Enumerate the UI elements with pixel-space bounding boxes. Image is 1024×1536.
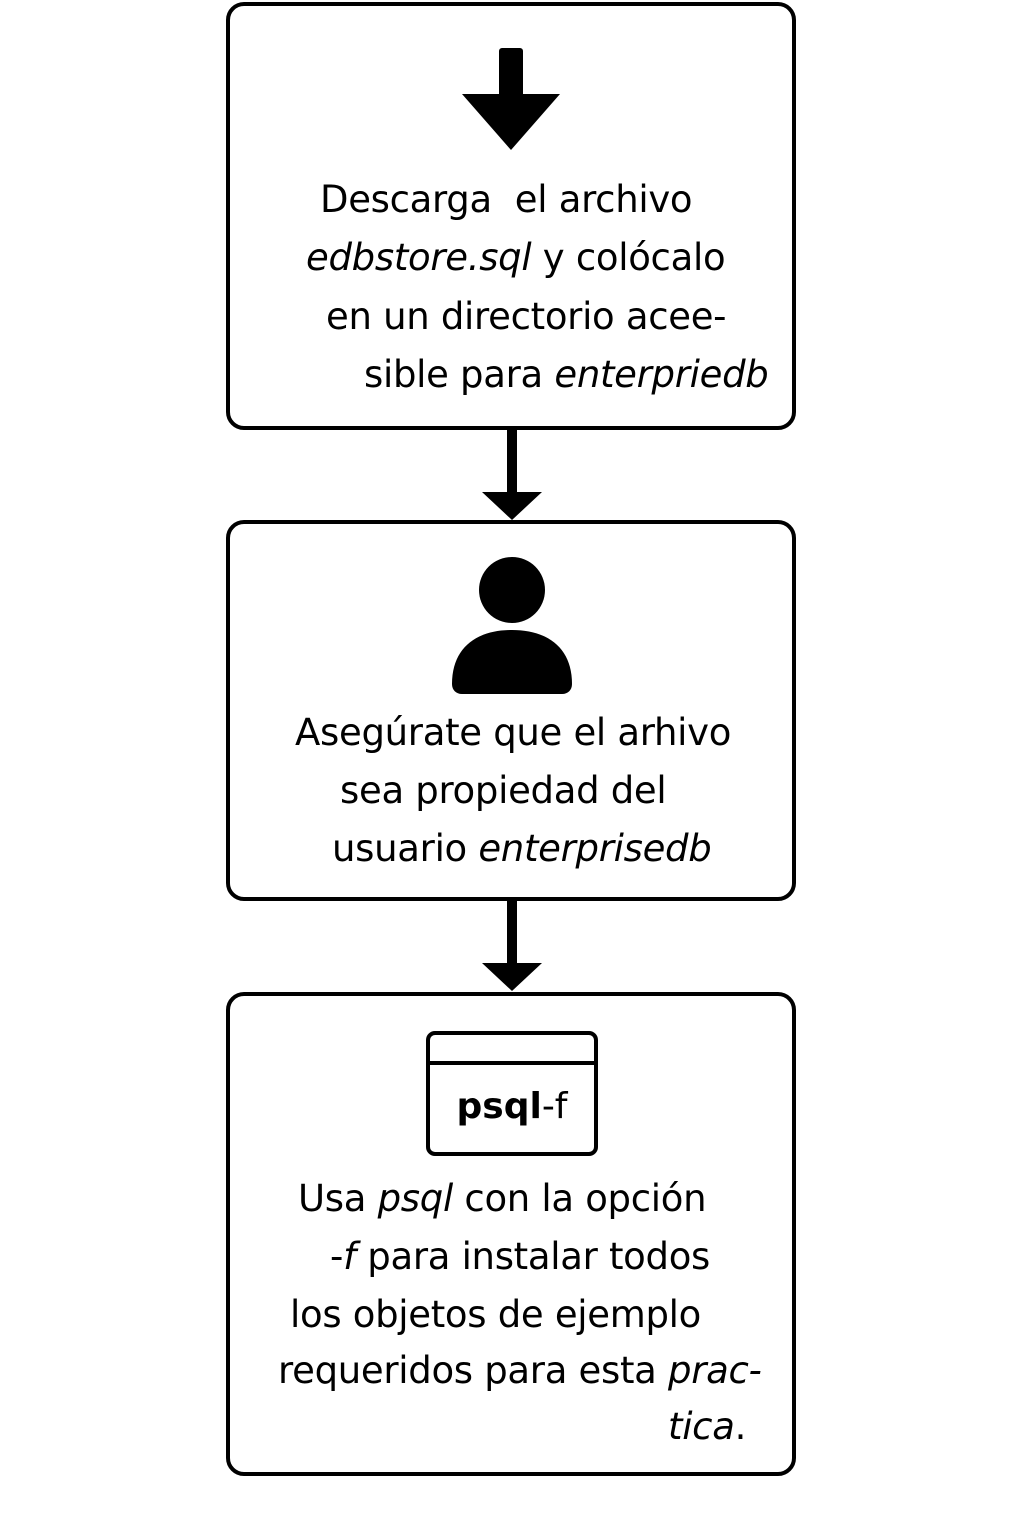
text-segment: f	[343, 1235, 356, 1278]
text-segment: en un directorio acee-	[326, 295, 727, 338]
terminal-command-name: psql	[456, 1086, 542, 1127]
text-segment: Usa	[298, 1177, 378, 1220]
text-segment: y colócalo	[531, 236, 726, 279]
terminal-window-icon: psql-f	[426, 1031, 598, 1156]
terminal-title-bar	[430, 1061, 594, 1065]
text-segment: sea propiedad del	[340, 769, 667, 812]
text-segment: con la opción	[452, 1177, 707, 1220]
step-3-line-3: los objetos de ejemplo	[290, 1292, 701, 1338]
connector-arrow-2	[482, 899, 542, 991]
step-1-line-4: sible para enterpriedb	[364, 352, 769, 398]
text-segment: enterprisedb	[478, 827, 712, 870]
step-3-line-2: -f para instalar todos	[330, 1234, 710, 1280]
text-segment: requeridos para esta	[278, 1349, 669, 1392]
text-segment: sible para	[364, 353, 555, 396]
text-segment: Descarga el archivo	[320, 178, 693, 221]
step-2-line-1: Asegúrate que el arhivo	[295, 710, 731, 756]
text-segment: prac-	[668, 1349, 762, 1392]
terminal-command: psql-f	[430, 1085, 594, 1129]
text-segment: enterpriedb	[554, 353, 769, 396]
step-3-line-5: tica.	[668, 1404, 746, 1450]
text-segment: hivo	[654, 711, 732, 754]
text-segment: tica	[668, 1405, 735, 1448]
step-1-line-1: Descarga el archivo	[320, 177, 693, 223]
connector-arrow-1	[482, 428, 542, 520]
step-2-line-2: sea propiedad del	[340, 768, 667, 814]
step-1-line-2: edbstore.sql y colócalo	[306, 235, 726, 281]
terminal-command-flag: -f	[541, 1086, 568, 1127]
user-icon	[452, 557, 572, 694]
step-3-line-4: requeridos para esta prac-	[278, 1348, 762, 1394]
text-segment: Asegúrate que el ar	[295, 711, 655, 754]
step-3-line-1: Usa psql con la opción	[298, 1176, 707, 1222]
text-segment: para instalar todos	[355, 1235, 711, 1278]
step-2-line-3: usuario enterprisedb	[332, 826, 712, 872]
text-segment: psql	[377, 1177, 454, 1220]
text-segment: edbstore.sql	[306, 236, 532, 279]
step-1-line-3: en un directorio acee-	[326, 294, 727, 340]
text-segment: usuario	[332, 827, 479, 870]
text-segment: los objetos de ejemplo	[290, 1293, 701, 1336]
download-arrow-icon	[462, 48, 560, 150]
text-segment: -	[330, 1235, 344, 1278]
text-segment: .	[734, 1405, 747, 1448]
